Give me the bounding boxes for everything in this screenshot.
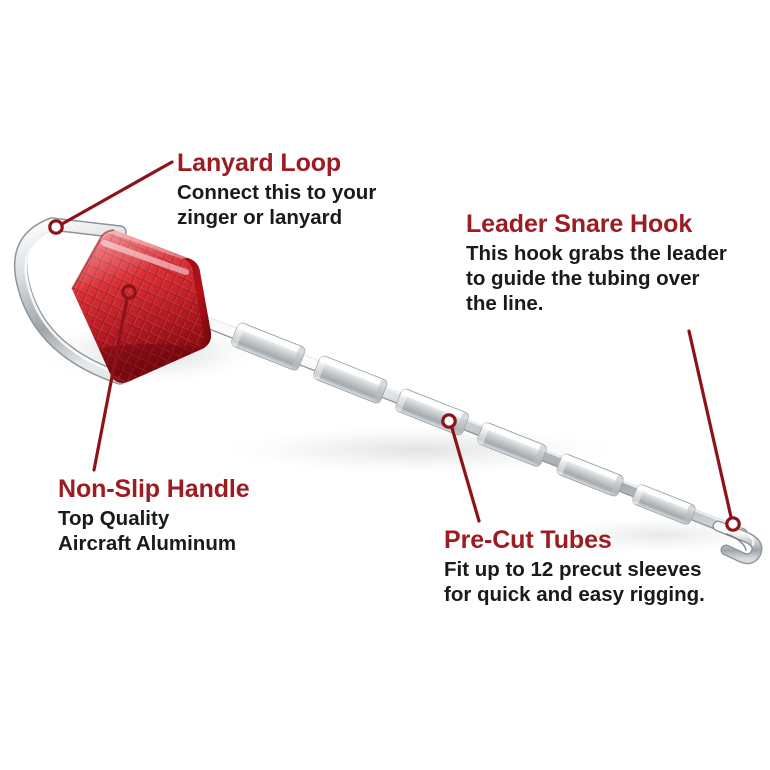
leader-marker-lanyard-loop xyxy=(48,219,64,235)
pre-cut-tube-sleeves xyxy=(231,322,696,525)
callout-heading-pre-cut-tubes: Pre-Cut Tubes xyxy=(444,526,612,554)
callout-body-line: Fit up to 12 precut sleeves xyxy=(444,558,702,581)
callout-heading-lanyard-loop: Lanyard Loop xyxy=(177,149,342,177)
leader-marker-pre-cut-tubes xyxy=(441,413,457,429)
callout-body-pre-cut-tubes: Fit up to 12 precut sleeves for quick an… xyxy=(444,557,705,607)
callout-body-line: Aircraft Aluminum xyxy=(58,532,237,555)
leader-line-lanyard-loop xyxy=(60,160,174,226)
callout-body-line: Connect this to your xyxy=(177,181,377,204)
callout-heading-leader-snare-hook: Leader Snare Hook xyxy=(466,210,693,238)
leader-line-leader-snare-hook xyxy=(687,329,733,519)
callout-body-line: This hook grabs the leader xyxy=(466,242,727,265)
callout-leader-snare-hook: Leader Snare Hook This hook grabs the le… xyxy=(466,209,727,316)
lanyard-loop-part xyxy=(13,217,127,385)
callout-pre-cut-tubes: Pre-Cut Tubes Fit up to 12 precut sleeve… xyxy=(444,525,705,607)
leader-line-non-slip-handle xyxy=(92,297,129,472)
leader-marker-non-slip-handle xyxy=(121,284,137,300)
callout-body-non-slip-handle: Top Quality Aircraft Aluminum xyxy=(58,506,250,556)
callout-heading-non-slip-handle: Non-Slip Handle xyxy=(58,475,250,503)
callout-body-line: the line. xyxy=(466,292,544,315)
callout-body-line: to guide the tubing over xyxy=(466,267,700,290)
callout-body-leader-snare-hook: This hook grabs the leader to guide the … xyxy=(466,241,727,316)
callout-non-slip-handle: Non-Slip Handle Top Quality Aircraft Alu… xyxy=(58,474,250,556)
callout-body-line: zinger or lanyard xyxy=(177,206,343,229)
leader-snare-hook-part xyxy=(712,520,763,565)
callout-lanyard-loop: Lanyard Loop Connect this to your zinger… xyxy=(177,148,376,230)
leader-line-pre-cut-tubes xyxy=(450,426,481,523)
leader-marker-leader-snare-hook xyxy=(725,516,741,532)
callout-body-lanyard-loop: Connect this to your zinger or lanyard xyxy=(177,180,376,230)
callout-body-line: Top Quality xyxy=(58,507,170,530)
callout-body-line: for quick and easy rigging. xyxy=(444,583,705,606)
